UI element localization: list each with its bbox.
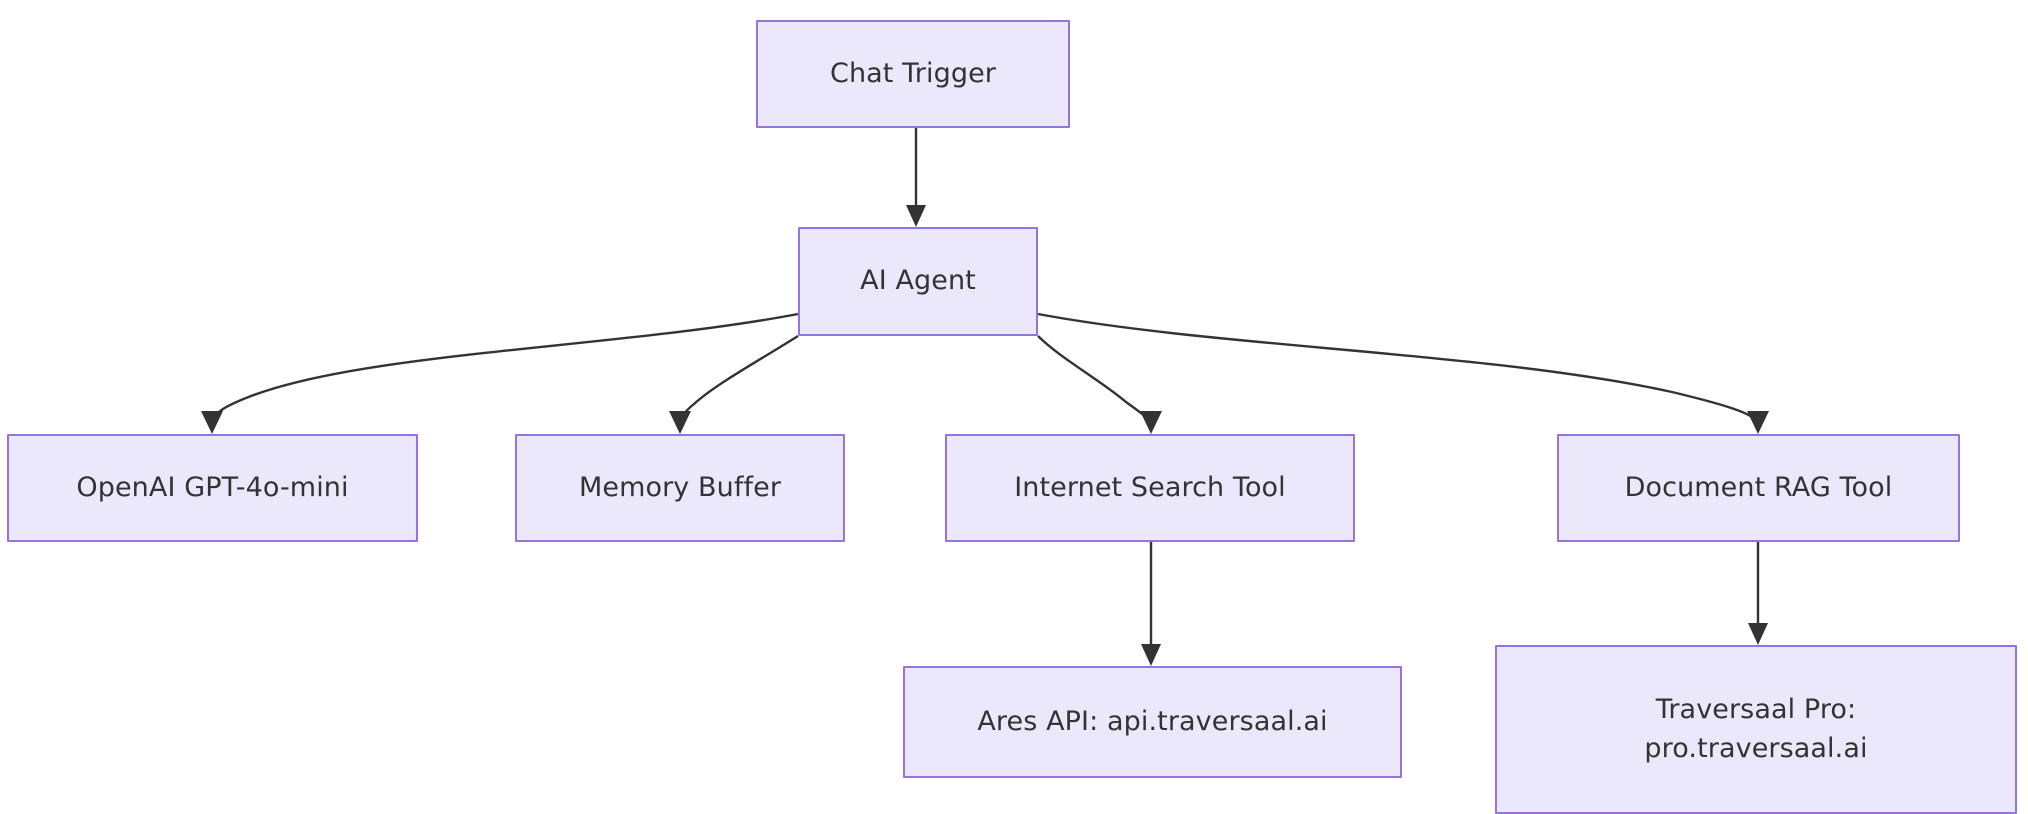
node-openai-model[interactable]: OpenAI GPT-4o-mini bbox=[7, 434, 418, 542]
edge-ai-agent-to-openai-model bbox=[201, 312, 799, 434]
node-traversaal-pro-label: Traversaal Pro: pro.traversaal.ai bbox=[1644, 694, 1868, 764]
edge-rag-tool-to-traversaal-pro bbox=[1748, 542, 1768, 645]
edge-ai-agent-to-memory-buffer bbox=[669, 334, 799, 434]
node-memory-buffer-label: Memory Buffer bbox=[578, 471, 782, 503]
node-document-rag-tool-label: Document RAG Tool bbox=[1624, 471, 1893, 503]
node-document-rag-tool[interactable]: Document RAG Tool bbox=[1557, 434, 1960, 542]
node-chat-trigger[interactable]: Chat Trigger bbox=[756, 20, 1070, 128]
node-internet-search-tool[interactable]: Internet Search Tool bbox=[945, 434, 1355, 542]
node-openai-model-label: OpenAI GPT-4o-mini bbox=[76, 471, 349, 503]
node-ares-api-label: Ares API: api.traversaal.ai bbox=[977, 705, 1328, 737]
node-internet-search-tool-label: Internet Search Tool bbox=[1014, 471, 1286, 503]
node-memory-buffer[interactable]: Memory Buffer bbox=[515, 434, 845, 542]
node-ares-api[interactable]: Ares API: api.traversaal.ai bbox=[903, 666, 1402, 778]
edge-chat-trigger-to-ai-agent bbox=[906, 128, 926, 227]
edge-ai-agent-to-search-tool bbox=[1037, 335, 1162, 434]
node-ai-agent[interactable]: AI Agent bbox=[798, 227, 1038, 336]
edge-search-tool-to-ares-api bbox=[1141, 542, 1161, 666]
edge-ai-agent-to-rag-tool bbox=[1037, 312, 1769, 434]
node-traversaal-pro[interactable]: Traversaal Pro: pro.traversaal.ai bbox=[1495, 645, 2017, 814]
node-chat-trigger-label: Chat Trigger bbox=[830, 57, 996, 89]
node-ai-agent-label: AI Agent bbox=[860, 265, 976, 297]
